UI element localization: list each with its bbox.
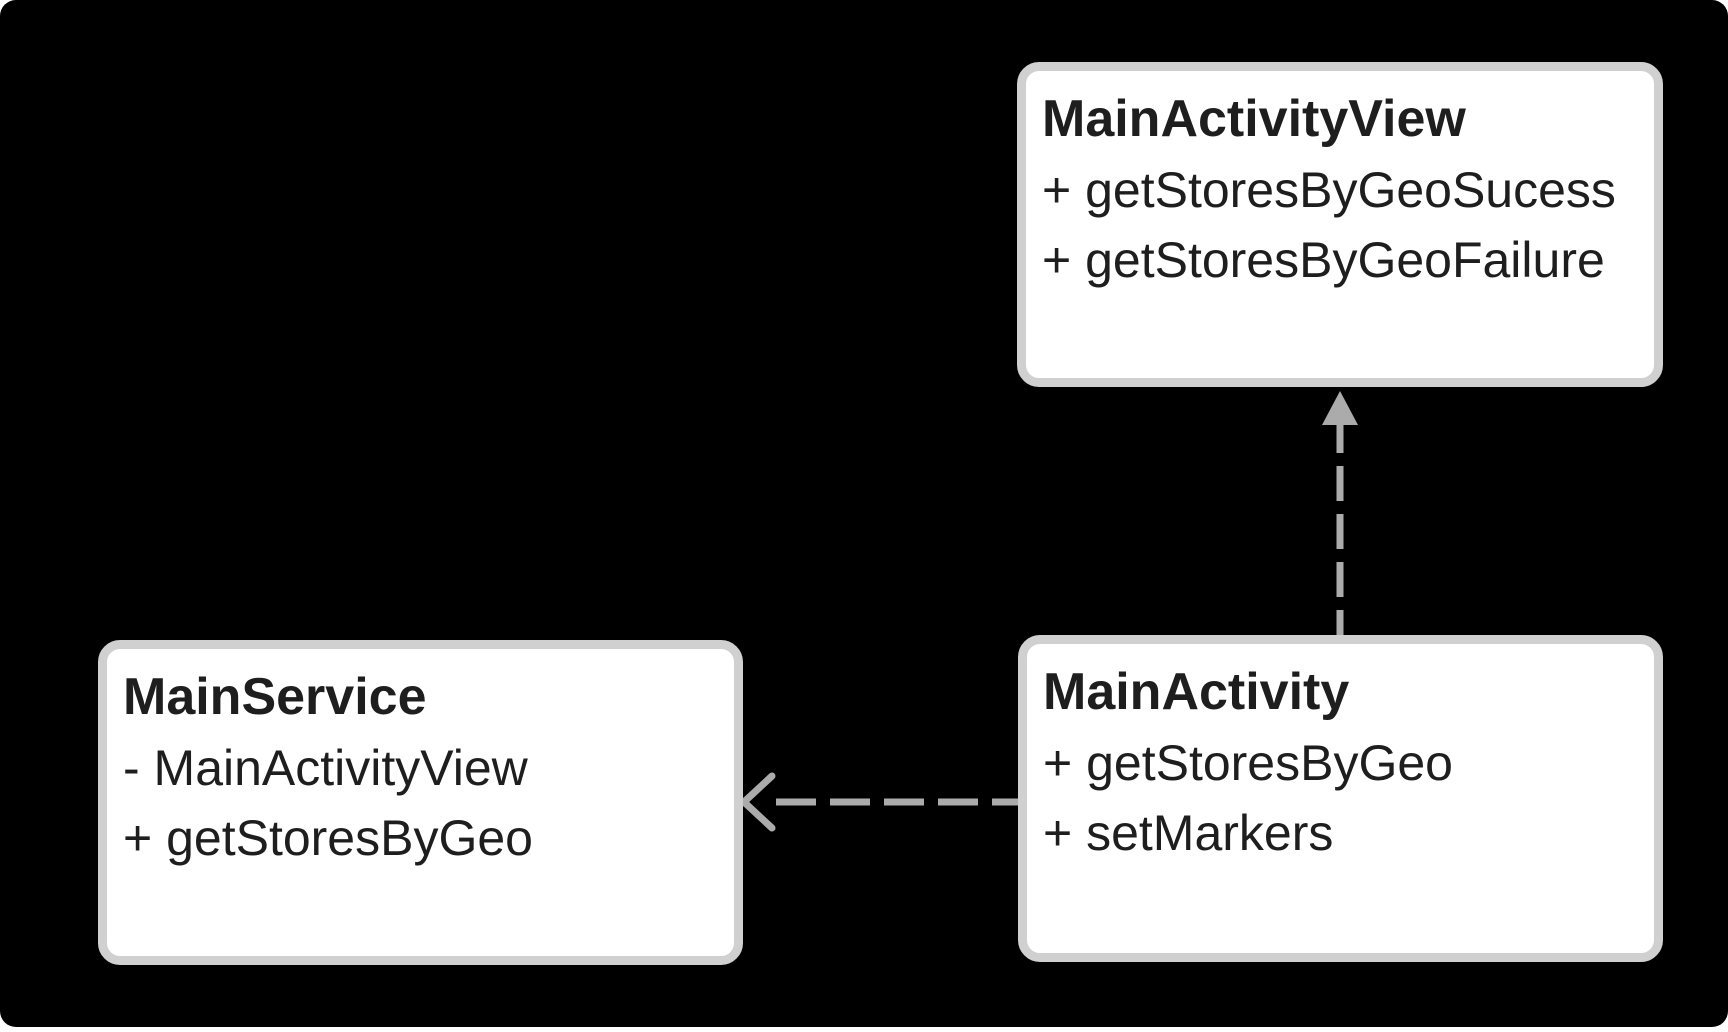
class-box-mainactivity[interactable]: MainActivity + getStoresByGeo + setMarke… bbox=[1018, 635, 1663, 962]
class-name: MainActivityView bbox=[1042, 90, 1466, 148]
class-member: + setMarkers bbox=[1043, 805, 1334, 861]
class-member: + getStoresByGeo bbox=[1043, 735, 1453, 791]
class-box-mainservice[interactable]: MainService - MainActivityView + getStor… bbox=[98, 640, 743, 965]
class-box-mainactivityview[interactable]: MainActivityView + getStoresByGeoSucess … bbox=[1017, 62, 1663, 387]
class-member: + getStoresByGeoFailure bbox=[1042, 232, 1605, 288]
class-member: + getStoresByGeo bbox=[123, 810, 533, 866]
class-member: - MainActivityView bbox=[123, 740, 528, 796]
class-name: MainService bbox=[123, 668, 427, 726]
class-member: + getStoresByGeoSucess bbox=[1042, 162, 1616, 218]
dependency-arrow-mainactivity-to-mainservice[interactable] bbox=[740, 772, 1018, 832]
class-name: MainActivity bbox=[1043, 663, 1350, 721]
realization-arrow-mainactivity-to-mainactivityview[interactable] bbox=[1322, 391, 1358, 637]
